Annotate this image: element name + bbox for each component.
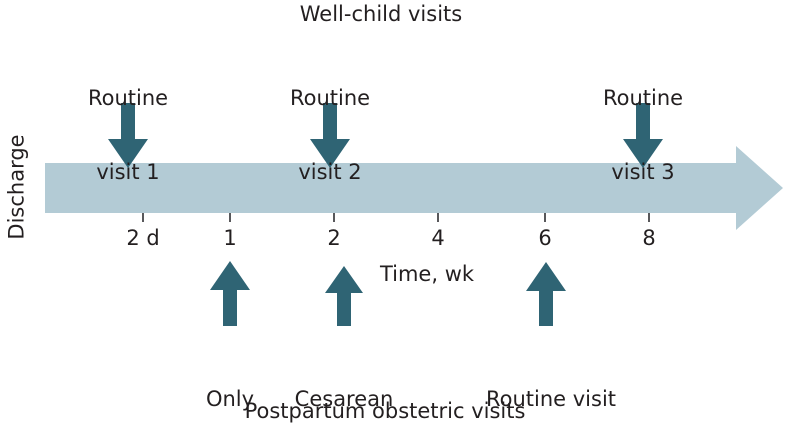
down-arrow-routine-visit-2 — [310, 103, 350, 168]
label-only-if-hdp-line1: Only — [205, 386, 255, 411]
label-routine-visit-2-line1: Routine — [289, 85, 371, 110]
label-routine-visit-2: Routine visit 2 — [290, 36, 370, 234]
label-routine-visit-2-line2: visit 2 — [298, 159, 362, 184]
label-cesarean-delivery-line1: Cesarean — [294, 386, 394, 411]
up-arrow-cesarean-delivery — [325, 266, 363, 326]
up-arrows-group — [210, 261, 566, 326]
tick-label-6: 6 — [538, 226, 552, 250]
label-routine-visit-1-line2: visit 1 — [96, 159, 160, 184]
label-routine-visit-3: Routine visit 3 — [603, 36, 683, 234]
label-routine-visit-1-line1: Routine — [87, 85, 169, 110]
label-only-if-hdp: Only if HDP — [198, 337, 263, 431]
tick-label-4: 4 — [431, 226, 445, 250]
well-child-visits-heading: Well-child visits — [299, 2, 463, 26]
up-arrow-routine-visit-for-all — [526, 262, 566, 326]
postpartum-obstetric-visits-heading: Postpartum obstetric visits — [244, 399, 526, 423]
label-routine-visit-1: Routine visit 1 — [88, 36, 168, 234]
label-routine-visit-for-all: Routine visit for all — [486, 337, 616, 431]
down-arrow-routine-visit-1 — [108, 103, 148, 168]
tick-label-1: 1 — [223, 226, 237, 250]
up-arrow-only-if-hdp — [210, 261, 250, 326]
label-cesarean-delivery: Cesarean delivery — [295, 337, 394, 431]
tick-label-8: 8 — [642, 226, 656, 250]
axis-title-time-wk: Time, wk — [379, 262, 475, 286]
timeline-bar-arrow — [45, 146, 783, 230]
label-routine-visit-for-all-line1: Routine visit — [485, 386, 617, 411]
tick-label-2: 2 — [327, 226, 341, 250]
down-arrows-group — [108, 103, 663, 168]
axis-ticks — [142, 213, 650, 222]
discharge-axis-label: Discharge — [4, 134, 29, 240]
down-arrow-routine-visit-3 — [623, 103, 663, 168]
label-routine-visit-3-line1: Routine — [602, 85, 684, 110]
label-routine-visit-3-line2: visit 3 — [611, 159, 675, 184]
tick-label-2d: 2 d — [126, 226, 160, 250]
